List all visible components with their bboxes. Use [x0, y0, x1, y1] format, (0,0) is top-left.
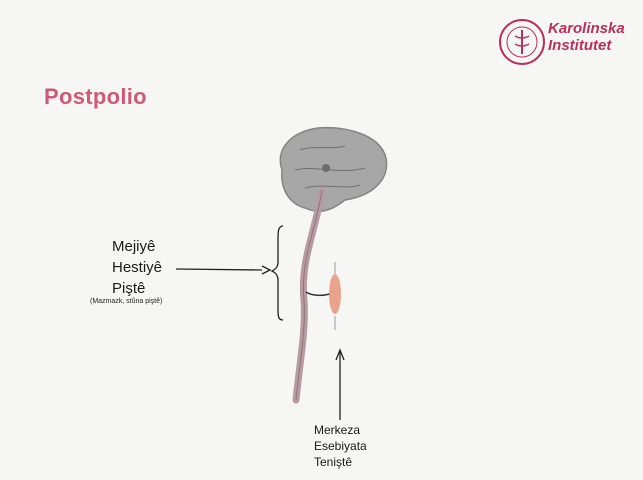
spinal-label-line-3: Piştê: [112, 280, 146, 297]
arrow-to-cord: [175, 268, 263, 271]
spinal-label-line-2: Hestiyê: [112, 259, 163, 276]
spinal-cord-note: (Mazmazk, stûna piştê): [90, 298, 163, 305]
peripheral-nerve-label: Merkeza Esebiyata Teniştê: [314, 422, 367, 470]
slide-title: Postpolio: [44, 84, 147, 109]
seal-icon: [499, 19, 545, 65]
logo-line-2: Institutet: [548, 37, 612, 54]
nerve-label-line-1: Merkeza: [314, 423, 361, 437]
nerve-label-line-2: Esebiyata: [314, 439, 367, 453]
logo-wordmark: Karolinska Institutet: [548, 20, 625, 54]
karolinska-logo: Karolinska Institutet: [498, 14, 634, 74]
peripheral-nerve: [329, 274, 341, 314]
logo-line-1: Karolinska: [548, 20, 625, 37]
spinal-label-line-1: Mejiyê: [112, 238, 156, 255]
nerve-label-line-3: Teniştê: [314, 455, 353, 469]
curly-brace: [270, 225, 284, 321]
spinal-cord-label: Mejiyê Hestiyê Piştê: [112, 236, 162, 299]
